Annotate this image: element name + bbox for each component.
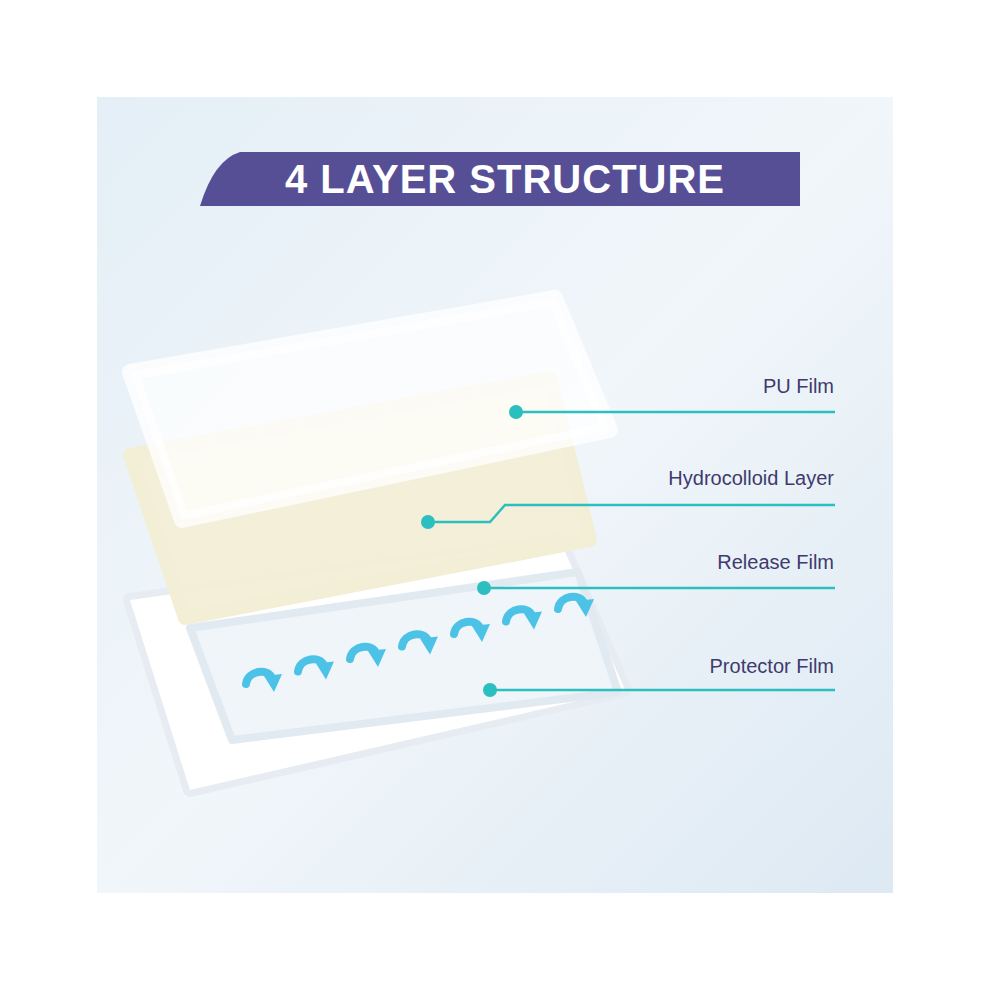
background-panel: [97, 97, 893, 893]
peel-arrow: [454, 622, 490, 642]
title-banner: [200, 152, 800, 206]
leader-line: [428, 505, 835, 522]
leader-dot: [483, 683, 497, 697]
arrow-head: [472, 624, 490, 642]
peel-arrow: [298, 659, 334, 679]
arrow-head: [524, 612, 542, 630]
peel-arrow: [246, 672, 282, 692]
leader-lines: [428, 412, 835, 690]
layer-label: Hydrocolloid Layer: [668, 467, 834, 490]
leader-dot: [509, 405, 523, 419]
layer-label: Protector Film: [710, 655, 834, 678]
leader-dot: [421, 515, 435, 529]
arrow-head: [264, 674, 282, 692]
peel-arrow: [506, 609, 542, 629]
arrow-head: [316, 662, 334, 680]
arrow-head: [576, 599, 594, 617]
peel-arrow: [558, 597, 594, 617]
arrow-head: [368, 649, 386, 667]
pu-film: [130, 298, 610, 520]
peel-arrow: [402, 634, 438, 654]
layer-label: PU Film: [763, 375, 834, 398]
leader-line: [484, 587, 835, 590]
layer-label: Release Film: [717, 551, 834, 574]
leader-dots: [421, 405, 523, 697]
leader-dot: [477, 581, 491, 595]
arrow-head: [420, 637, 438, 655]
peel-arrows: [246, 597, 594, 692]
title: 4 LAYER STRUCTURE: [285, 157, 725, 202]
peel-arrow: [350, 647, 386, 667]
leader-line: [516, 411, 835, 414]
leader-line: [490, 689, 835, 692]
